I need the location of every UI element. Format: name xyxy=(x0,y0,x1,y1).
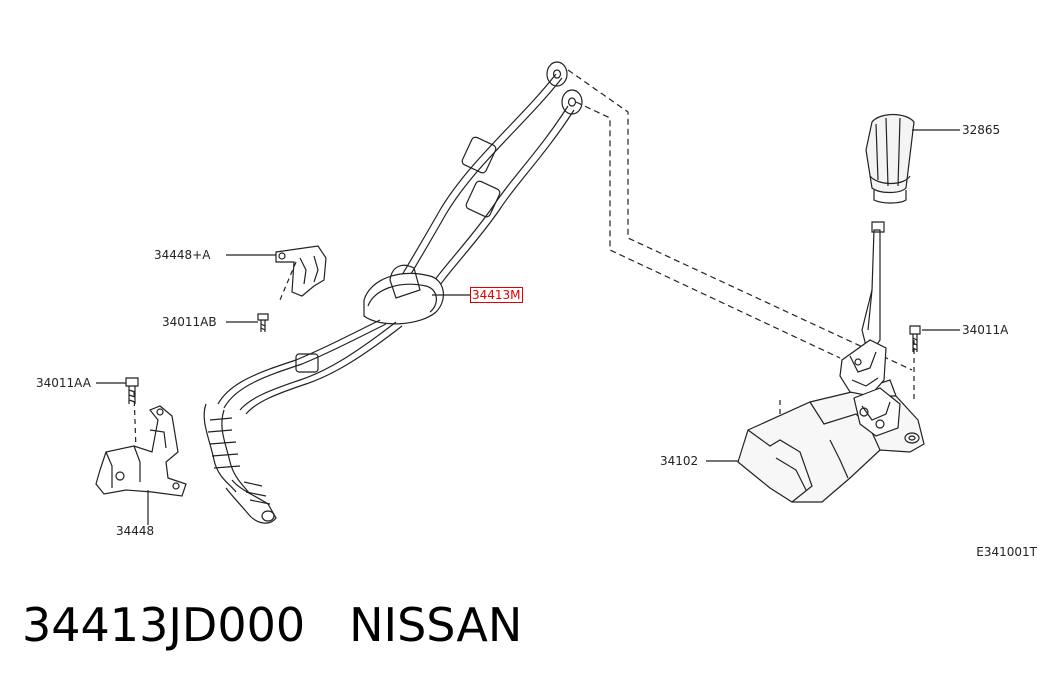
callout-32865: 32865 xyxy=(962,123,1001,137)
lower-bracket xyxy=(95,405,187,497)
part-caption: 34413JD000 NISSAN xyxy=(22,598,566,652)
callout-34011a: 34011A xyxy=(962,323,1009,337)
callout-34011ab: 34011AB xyxy=(162,315,217,329)
bolt-34011a xyxy=(909,325,921,352)
bolt-34011aa xyxy=(125,377,139,404)
parts-diagram xyxy=(95,61,960,525)
upper-bracket xyxy=(275,245,327,297)
dashed-guide-line xyxy=(575,101,841,359)
shift-lever xyxy=(861,221,885,347)
callout-34448a: 34448+A xyxy=(154,248,211,262)
diagram-reference-code: E341001T xyxy=(976,545,1037,559)
leader-lines xyxy=(96,129,960,525)
bolt-34011ab xyxy=(257,313,269,332)
callout-34102: 34102 xyxy=(660,454,699,468)
callout-34413m[interactable]: 34413M xyxy=(470,287,523,303)
shift-knob xyxy=(865,113,915,204)
dashed-guide-line xyxy=(567,69,913,371)
dashed-guide-line xyxy=(279,261,297,301)
callout-34448: 34448 xyxy=(116,524,155,538)
callout-34011aa: 34011AA xyxy=(36,376,91,390)
part-number: 34413JD000 xyxy=(22,598,306,652)
brand-name: NISSAN xyxy=(349,598,523,652)
shifter-base xyxy=(737,339,925,503)
shift-cable-assembly xyxy=(203,61,583,524)
